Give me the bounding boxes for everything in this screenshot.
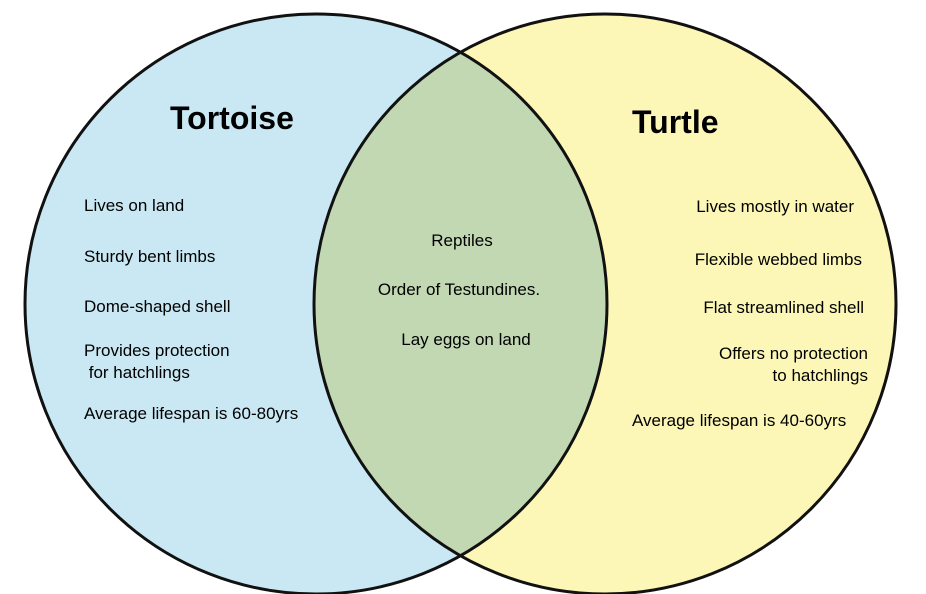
turtle-trait: Flat streamlined shell (703, 298, 864, 317)
turtle-trait: Offers no protection to hatchlings (719, 344, 868, 385)
turtle-trait: Lives mostly in water (696, 197, 854, 216)
tortoise-trait: Lives on land (84, 196, 185, 215)
tortoise-trait: Provides protection for hatchlings (84, 341, 230, 382)
turtle-trait: Average lifespan is 40-60yrs (632, 411, 847, 430)
overlap-region (314, 14, 607, 594)
common-trait: Lay eggs on land (401, 330, 531, 349)
common-trait: Reptiles (431, 231, 493, 250)
tortoise-circle-outline (23, 12, 609, 594)
tortoise-trait: Sturdy bent limbs (84, 247, 216, 266)
turtle-title: Turtle (632, 104, 719, 140)
turtle-circle-outline (312, 12, 898, 594)
turtle-trait: Flexible webbed limbs (694, 250, 862, 269)
tortoise-trait: Average lifespan is 60-80yrs (84, 404, 299, 423)
tortoise-title: Tortoise (170, 100, 294, 136)
tortoise-trait: Dome-shaped shell (84, 297, 231, 316)
common-trait: Order of Testundines. (377, 280, 541, 299)
